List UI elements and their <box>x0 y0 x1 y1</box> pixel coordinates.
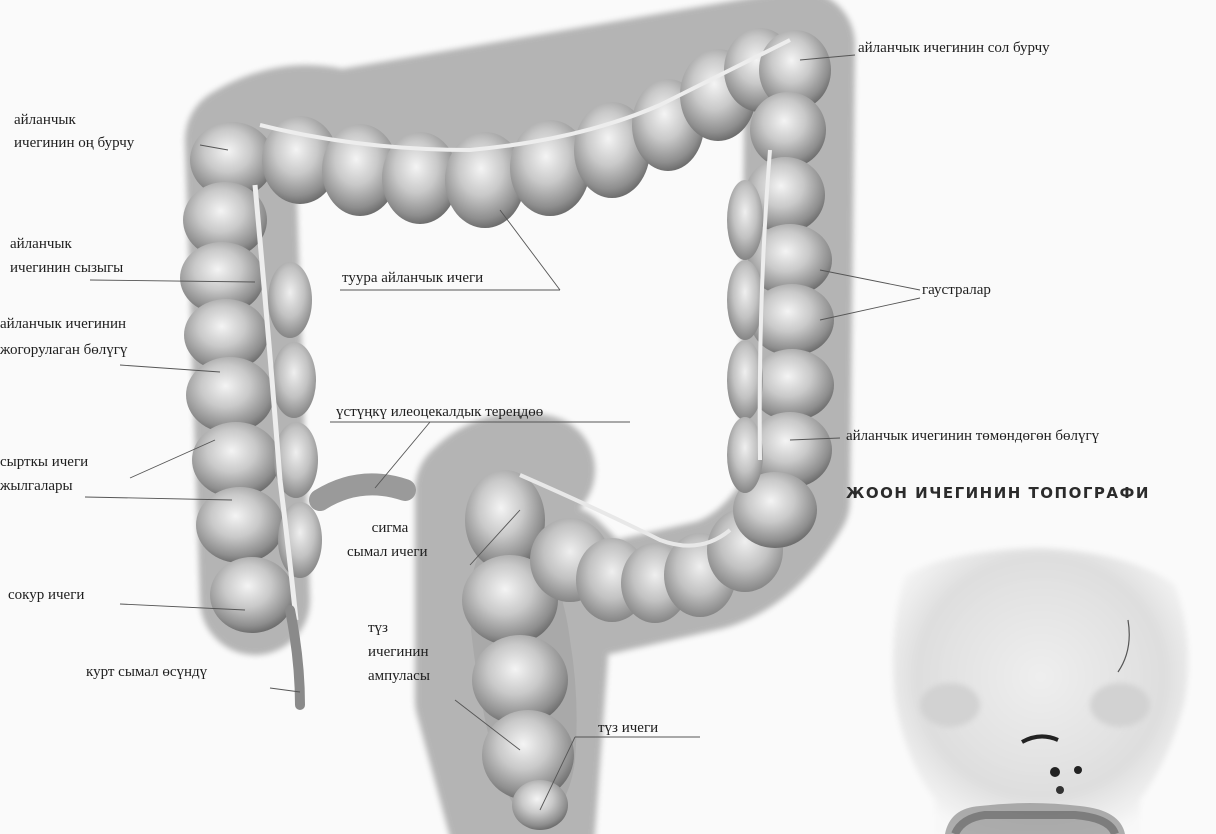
label-outer-grooves-line1: сырткы ичеги <box>0 452 88 472</box>
label-rectum: түз ичеги <box>598 718 658 738</box>
label-descending-colon: айланчык ичегинин төмөндөгөн бөлүгү <box>846 426 1099 446</box>
label-transverse-colon: туура айланчык ичеги <box>342 268 483 288</box>
label-outer-grooves-line2: жылгалары <box>0 476 73 496</box>
label-colon-line-line1: айланчык <box>10 234 72 254</box>
label-cecum: сокур ичеги <box>8 585 84 605</box>
label-left-flexure-line1: айланчык <box>14 110 76 130</box>
label-rectal-ampulla-line3: ампуласы <box>368 666 430 686</box>
label-rectal-ampulla-line1: түз <box>368 618 388 638</box>
label-appendix: курт сымал өсүндү <box>86 662 207 682</box>
topography-heading: ЖООН ИЧЕГИНИН ТОПОГРАФИ <box>846 484 1216 502</box>
label-colon-line-line2: ичегинин сызыгы <box>10 258 123 278</box>
label-haustra: гаустралар <box>922 280 991 300</box>
label-sigmoid-line1: сигма <box>340 518 440 538</box>
label-rectal-ampulla-line2: ичегинин <box>368 642 429 662</box>
label-right-flexure: айланчык ичегинин сол бурчу <box>858 38 1050 58</box>
colon-illustration <box>180 28 834 830</box>
label-ascending-colon-line1: айланчык ичегинин <box>0 314 126 334</box>
torso-illustration <box>893 548 1188 834</box>
label-upper-recess: үстүңкү илеоцекалдык тереңдөө <box>336 402 543 422</box>
label-sigmoid-line2: сымал ичеги <box>347 542 428 562</box>
label-ascending-colon-line2: жогорулаган бөлүгү <box>0 340 127 360</box>
label-left-flexure-line2: ичегинин оң бурчу <box>14 133 134 153</box>
